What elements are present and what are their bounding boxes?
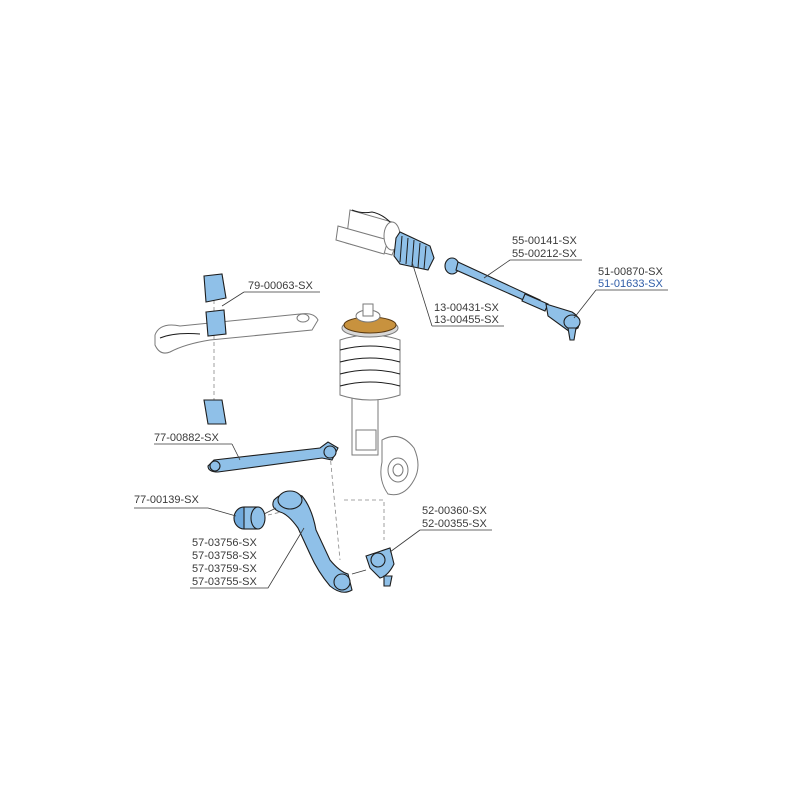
label-control-arm-3: 57-03759-SX [192,563,257,575]
label-inner-tie-rod-1: 55-00141-SX [512,235,577,247]
steering-knuckle [380,435,419,496]
label-inner-tie-rod-2: 55-00212-SX [512,248,577,260]
label-control-arm-4: 57-03755-SX [192,576,257,588]
label-tie-rod-end-2[interactable]: 51-01633-SX [598,278,663,290]
label-ball-joint-2: 52-00355-SX [422,518,487,530]
label-control-arm-bushing: 77-00139-SX [134,494,199,506]
tie-rod-end [545,303,581,341]
labels: 79-00063-SX 55-00141-SX 55-00212-SX 51-0… [134,235,663,588]
stabilizer-bushing [203,273,227,425]
ball-joint [365,547,395,587]
label-ball-joint-1: 52-00360-SX [422,505,487,517]
label-rack-boot-1: 13-00431-SX [434,302,499,314]
leader-lines [134,259,668,589]
steering-rack-housing [335,209,401,256]
stabilizer-bar [154,313,319,354]
assembly-guides [213,300,385,561]
control-arm [272,490,353,593]
label-stabilizer-link: 77-00882-SX [154,432,219,444]
label-control-arm-2: 57-03758-SX [192,550,257,562]
control-arm-bushing [233,506,266,530]
label-stabilizer-bushing: 79-00063-SX [248,280,313,292]
label-rack-boot-2: 13-00455-SX [434,314,499,326]
label-control-arm-1: 57-03756-SX [192,537,257,549]
stabilizer-link [207,441,339,473]
strut-assembly [339,303,401,456]
label-tie-rod-end-1: 51-00870-SX [598,266,663,278]
inner-tie-rod [444,257,549,312]
rack-boot [393,231,435,271]
